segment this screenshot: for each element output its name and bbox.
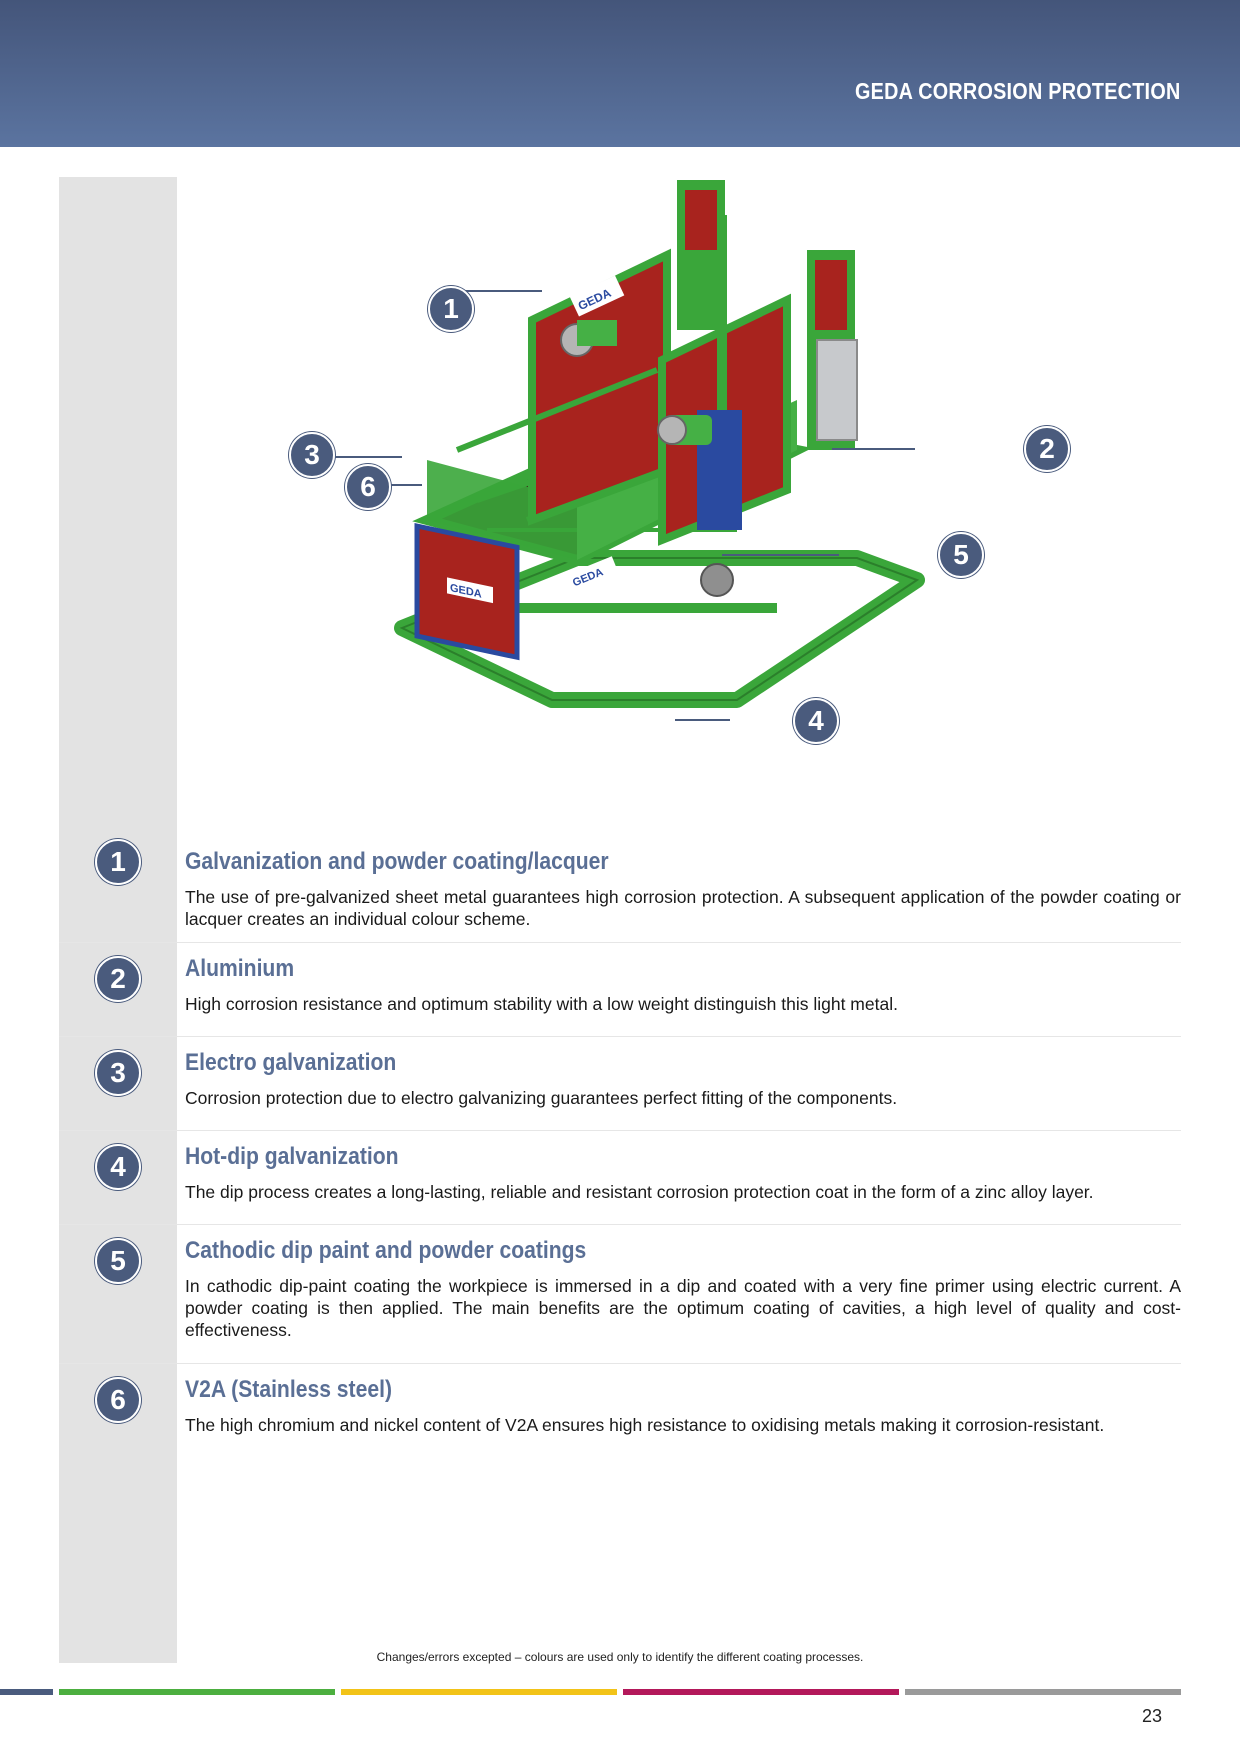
- section-number-badge: 3: [95, 1050, 141, 1096]
- callout-6: 6: [345, 464, 391, 510]
- page-header: GEDA CORROSION PROTECTION: [0, 0, 1240, 147]
- color-bar-blue: [0, 1689, 53, 1695]
- section-number-badge: 2: [95, 956, 141, 1002]
- callout-1: 1: [428, 286, 474, 332]
- section-title: Aluminium: [185, 955, 295, 982]
- machine-drawing: GEDA GEDA GEDA: [300, 180, 925, 721]
- section-text: High corrosion resistance and optimum st…: [185, 994, 898, 1014]
- section-text: Corrosion protection due to electro galv…: [185, 1088, 898, 1108]
- section-title: Electro galvanization: [185, 1049, 397, 1076]
- coating-sections: 1 Galvanization and powder coating/lacqu…: [59, 836, 1181, 1454]
- section-item: 4 Hot-dip galvanization The dip process …: [59, 1131, 1181, 1225]
- section-title: Galvanization and powder coating/lacquer: [185, 848, 609, 875]
- callout-4: 4: [793, 698, 839, 744]
- page-number: 23: [1141, 1706, 1162, 1726]
- machine-illustration: GEDA GEDA GEDA 1 2 3: [177, 160, 1177, 800]
- header-title: GEDA CORROSION PROTECTION: [854, 78, 1180, 104]
- section-title: Hot-dip galvanization: [185, 1143, 399, 1170]
- section-text: The high chromium and nickel content of …: [185, 1415, 1105, 1435]
- color-bar-grey: [905, 1689, 1181, 1695]
- section-title: V2A (Stainless steel): [185, 1376, 392, 1403]
- section-item: 5 Cathodic dip paint and powder coatings…: [59, 1225, 1181, 1364]
- section-text: The use of pre-galvanized sheet metal gu…: [185, 887, 1181, 929]
- callout-2: 2: [1024, 426, 1070, 472]
- section-item: 2 Aluminium High corrosion resistance an…: [59, 943, 1181, 1037]
- section-number-badge: 1: [95, 839, 141, 885]
- color-bar-green: [59, 1689, 335, 1695]
- footnote: Changes/errors excepted – colours are us…: [376, 1650, 864, 1664]
- section-text: The dip process creates a long-lasting, …: [185, 1182, 1094, 1202]
- section-item: 1 Galvanization and powder coating/lacqu…: [59, 836, 1181, 943]
- callout-3: 3: [289, 432, 335, 478]
- section-text: In cathodic dip-paint coating the workpi…: [185, 1276, 1181, 1340]
- color-bar-magenta: [623, 1689, 899, 1695]
- section-title: Cathodic dip paint and powder coatings: [185, 1237, 587, 1264]
- callout-5: 5: [938, 532, 984, 578]
- color-bar-yellow: [341, 1689, 617, 1695]
- section-item: 6 V2A (Stainless steel) The high chromiu…: [59, 1364, 1181, 1454]
- section-number-badge: 4: [95, 1144, 141, 1190]
- section-item: 3 Electro galvanization Corrosion protec…: [59, 1037, 1181, 1131]
- section-number-badge: 5: [95, 1238, 141, 1284]
- section-number-badge: 6: [95, 1377, 141, 1423]
